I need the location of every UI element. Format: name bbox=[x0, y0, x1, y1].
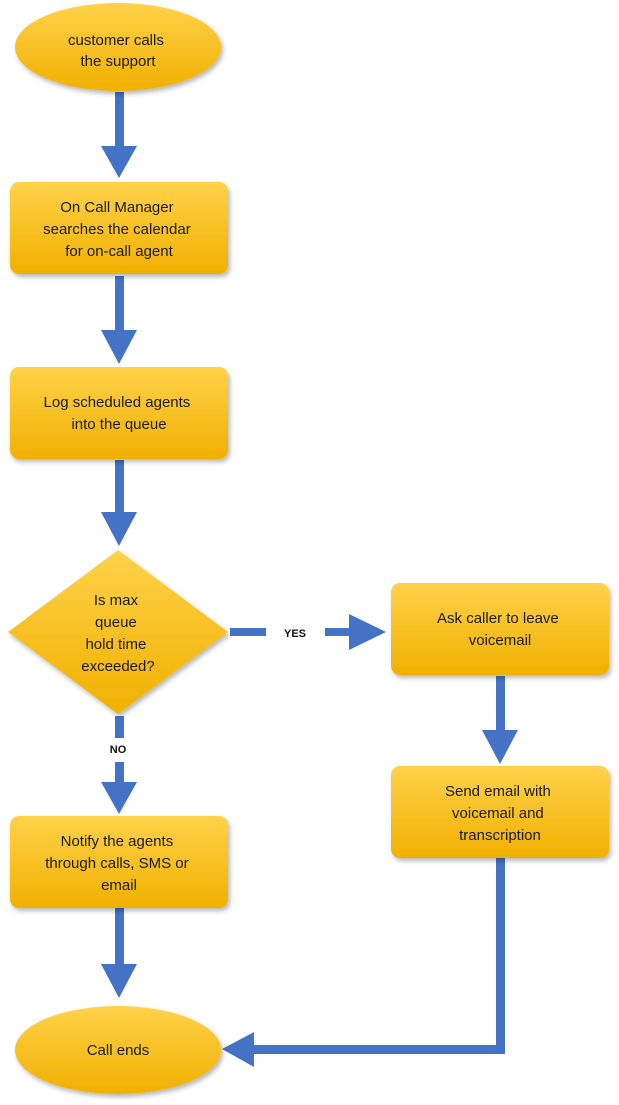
node-decision-line: queue bbox=[95, 614, 137, 631]
node-search-line: for on-call agent bbox=[65, 243, 173, 260]
node-voicemail-line: voicemail bbox=[469, 632, 532, 649]
svg-text:Send email with voicemai: Send email with voicemail and transcript… bbox=[445, 783, 555, 844]
node-start: customer calls the support bbox=[15, 3, 221, 91]
node-send-email: Send email with voicemail and transcript… bbox=[391, 766, 609, 858]
node-decision-line: hold time bbox=[85, 636, 146, 653]
node-log-line: Log scheduled agents bbox=[44, 394, 191, 411]
arrow-email-to-end bbox=[222, 858, 505, 1067]
node-notify-line: Notify the agents bbox=[61, 833, 174, 850]
node-log-agents: Log scheduled agents into the queue bbox=[10, 367, 228, 459]
node-search-line: On Call Manager bbox=[60, 199, 173, 216]
node-decision-line: exceeded? bbox=[81, 658, 154, 675]
arrow-start-to-search bbox=[101, 92, 137, 178]
node-voicemail-line: Ask caller to leave bbox=[437, 610, 559, 627]
node-start-line: the support bbox=[80, 53, 156, 70]
node-decision-line: Is max bbox=[94, 592, 139, 609]
node-start-line: customer calls bbox=[68, 32, 164, 49]
svg-text:Call ends: Call ends bbox=[87, 1042, 150, 1059]
svg-text:Notify the agents throug: Notify the agents through calls, SMS or … bbox=[45, 833, 193, 894]
node-email-line: voicemail and bbox=[452, 805, 544, 822]
arrow-voicemail-to-email bbox=[482, 676, 518, 764]
svg-text:Log scheduled agents int: Log scheduled agents into the queue bbox=[44, 394, 195, 433]
node-end: Call ends bbox=[15, 1006, 221, 1094]
arrow-decision-to-voicemail-yes bbox=[230, 614, 386, 650]
node-search-line: searches the calendar bbox=[43, 221, 191, 238]
node-notify-agents: Notify the agents through calls, SMS or … bbox=[10, 816, 228, 908]
node-email-line: Send email with bbox=[445, 783, 551, 800]
svg-text:Is max queue hold: Is max queue hold time exceeded? bbox=[81, 592, 154, 675]
node-end-line: Call ends bbox=[87, 1042, 150, 1059]
arrow-decision-to-notify-no bbox=[101, 716, 137, 814]
node-search-calendar: On Call Manager searches the calendar fo… bbox=[10, 182, 228, 274]
arrow-log-to-decision bbox=[101, 460, 137, 546]
node-notify-line: email bbox=[101, 877, 137, 894]
svg-text:Ask caller to leave voic: Ask caller to leave voicemail bbox=[437, 610, 563, 649]
node-ask-voicemail: Ask caller to leave voicemail bbox=[391, 583, 609, 675]
arrow-search-to-log bbox=[101, 276, 137, 364]
svg-text:On Call Manager searches: On Call Manager searches the calendar fo… bbox=[43, 199, 195, 260]
no-label: NO bbox=[110, 744, 127, 756]
yes-label: YES bbox=[284, 628, 306, 640]
node-log-line: into the queue bbox=[71, 416, 166, 433]
node-email-line: transcription bbox=[459, 827, 541, 844]
svg-text:customer calls the suppo: customer calls the support bbox=[68, 32, 168, 70]
node-notify-line: through calls, SMS or bbox=[45, 855, 188, 872]
arrow-notify-to-end bbox=[101, 908, 137, 998]
node-decision-queue: Is max queue hold time exceeded? bbox=[8, 550, 228, 714]
